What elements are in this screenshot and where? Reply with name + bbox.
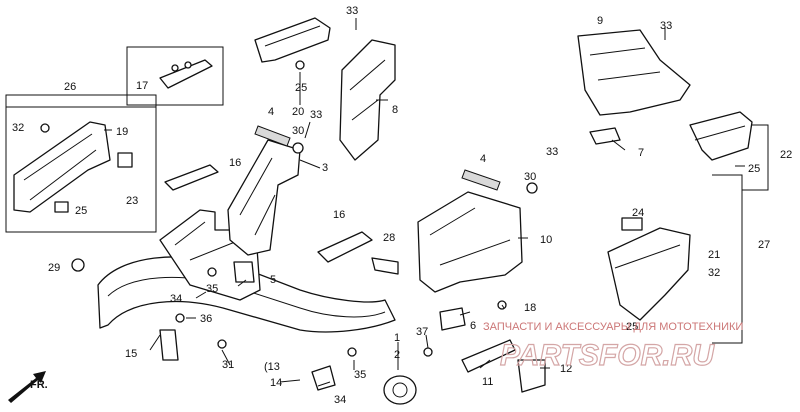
bolt-35b: [347, 347, 357, 357]
callout-1: 1: [394, 332, 400, 344]
part-24-clip: [621, 217, 643, 231]
part-14-strap: [311, 365, 336, 391]
bolt-32-left: [40, 123, 50, 133]
callout-5: 5: [270, 274, 276, 286]
callout-16a: 16: [229, 157, 241, 169]
callout-13: (13: [264, 361, 280, 373]
callout-14: 14: [270, 377, 282, 389]
bracket-27: [712, 174, 743, 344]
part-26-cover: [13, 121, 111, 213]
part-16-pad-upper: [164, 164, 219, 191]
part-9-rear-cover: [577, 29, 691, 116]
collar-30a: [292, 142, 304, 154]
callout-25c: 25: [748, 163, 760, 175]
callout-3: 3: [322, 162, 328, 174]
callout-7: 7: [638, 147, 644, 159]
callout-17: 17: [136, 80, 148, 92]
callout-4a: 4: [268, 106, 274, 118]
callout-23: 23: [126, 195, 138, 207]
callout-26: 26: [64, 81, 76, 93]
bracket-22: [742, 124, 769, 191]
part-7-bracket: [589, 127, 621, 145]
callout-2: 2: [394, 349, 400, 361]
part-4-strip-left: [254, 125, 291, 147]
callout-11: 11: [482, 376, 493, 388]
callout-32a: 32: [12, 122, 24, 134]
callout-33b: 33: [310, 109, 322, 121]
callout-12: 12: [560, 363, 572, 375]
callout-25d: 25: [626, 321, 638, 333]
part-15-left-leg: [159, 329, 179, 361]
callout-31: 31: [222, 359, 234, 371]
part-25-grommet-left: [54, 201, 69, 213]
callout-10: 10: [540, 234, 552, 246]
callout-36: 36: [200, 313, 212, 325]
part-22-cover: [689, 111, 753, 161]
watermark-line2: PARTSFOR.RU: [500, 339, 715, 372]
watermark-line1: ЗАПЧАСТИ И АКСЕССУАРЫ ДЛЯ МОТОТЕХНИКИ: [483, 321, 743, 333]
part-16-pad-lower: [317, 231, 373, 263]
bolt-37: [423, 347, 433, 357]
callout-8: 8: [392, 104, 398, 116]
callout-15: 15: [125, 348, 137, 360]
part-12-clamp: [517, 359, 546, 393]
part-28-bracket: [371, 257, 399, 275]
fr-arrow-icon: [8, 371, 46, 403]
callout-33d: 33: [660, 20, 672, 32]
bolt-36: [175, 313, 185, 323]
callout-22: 22: [780, 149, 792, 161]
callout-33a: 33: [346, 5, 358, 17]
part-5-plate: [233, 261, 255, 283]
callout-20: 20: [292, 106, 304, 118]
callout-27: 27: [758, 239, 770, 251]
box-26: [5, 106, 157, 233]
callout-6: 6: [470, 320, 476, 332]
callout-19: 19: [116, 126, 128, 138]
part-4-strip-right: [461, 169, 501, 191]
callout-30b: 30: [524, 171, 536, 183]
callout-37: 37: [416, 326, 428, 338]
box-17: [126, 46, 224, 106]
bolt-35a: [207, 267, 217, 277]
callout-32b: 32: [708, 267, 720, 279]
part-20-top-cover: [254, 17, 331, 63]
part-10-panel: [417, 191, 523, 293]
callout-30a: 30: [292, 125, 304, 137]
callout-16b: 16: [333, 209, 345, 221]
callout-29: 29: [48, 262, 60, 274]
callout-35b: 35: [354, 369, 366, 381]
callout-34a: 34: [170, 293, 182, 305]
part-27-cover: [607, 227, 691, 321]
part-2-horn: [383, 375, 417, 405]
callout-25b: 25: [75, 205, 87, 217]
callout-9: 9: [597, 15, 603, 27]
callout-18: 18: [524, 302, 536, 314]
bolt-31: [217, 339, 227, 349]
nut-29: [71, 258, 85, 272]
part-11-stay: [461, 339, 516, 373]
callout-4b: 4: [480, 153, 486, 165]
callout-33c: 33: [546, 146, 558, 158]
callout-28: 28: [383, 232, 395, 244]
grommet-25-top: [295, 60, 305, 70]
fr-label: FR.: [30, 379, 48, 391]
callout-35a: 35: [206, 283, 218, 295]
callout-24: 24: [632, 207, 644, 219]
collar-30b: [526, 182, 538, 194]
part-23-clip: [117, 152, 133, 168]
box-26-top: [5, 94, 157, 107]
callout-34b: 34: [334, 394, 346, 406]
callout-21: 21: [708, 249, 720, 261]
part-8-side-panel: [339, 39, 396, 161]
callout-25a: 25: [295, 82, 307, 94]
part-6-spacer: [439, 307, 466, 331]
